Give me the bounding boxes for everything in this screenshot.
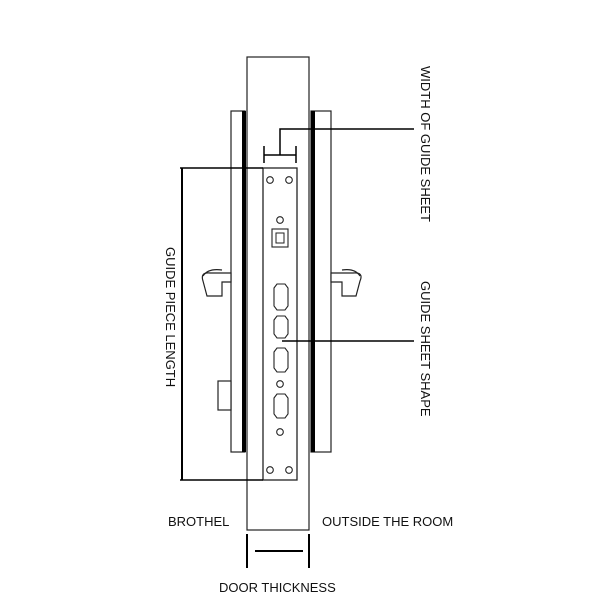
label-guide-sheet-shape: GUIDE SHEET SHAPE [418, 281, 433, 417]
thickness-dimension [246, 534, 310, 568]
label-outside-the-room: OUTSIDE THE ROOM [322, 514, 453, 529]
label-guide-piece-length: GUIDE PIECE LENGTH [163, 247, 178, 387]
guide-sheet [262, 167, 298, 481]
label-door-thickness: DOOR THICKNESS [219, 580, 336, 595]
width-dimension [263, 128, 414, 163]
label-width-of-guide-sheet: WIDTH OF GUIDE SHEET [418, 66, 433, 222]
length-dimension [180, 167, 263, 481]
left-handle-plate [201, 110, 246, 453]
right-handle-plate [310, 110, 362, 453]
label-brothel: BROTHEL [168, 514, 229, 529]
